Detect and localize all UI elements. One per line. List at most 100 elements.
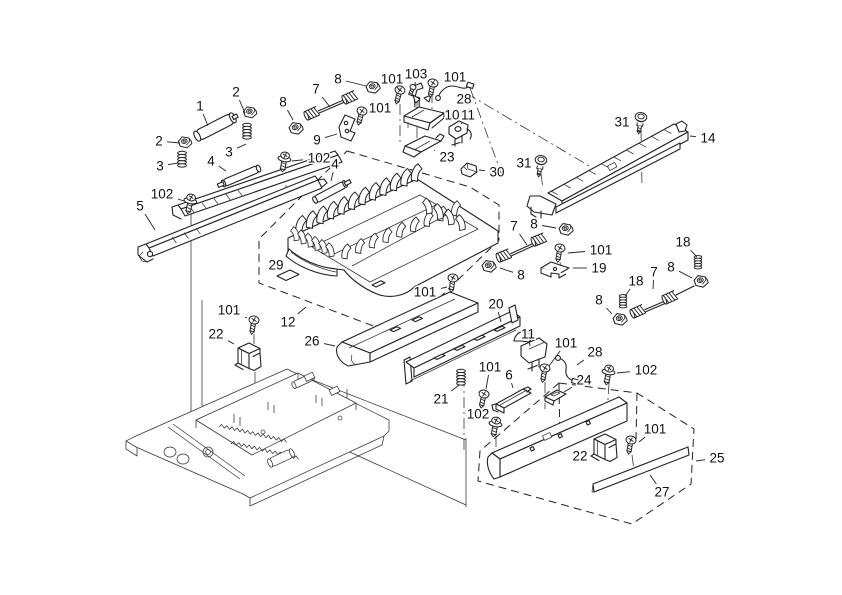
leader-line (451, 384, 460, 392)
part-label-8: 8 (334, 72, 342, 87)
leader-line (541, 225, 557, 229)
leader-line (519, 233, 528, 246)
part-4-pin (216, 164, 262, 188)
part-label-24: 24 (576, 373, 592, 388)
part-label-102: 102 (467, 407, 490, 422)
part-29-plate (276, 269, 300, 282)
chassis-base (125, 251, 390, 507)
part-8-coupling (692, 273, 710, 290)
leader-line (227, 340, 235, 345)
part-1-roller (193, 112, 239, 142)
leader-line (202, 113, 209, 127)
leader-line (324, 133, 338, 139)
part-label-8: 8 (667, 260, 675, 275)
leader-line (144, 213, 156, 231)
part-label-8: 8 (279, 95, 287, 110)
part-label-25: 25 (709, 451, 724, 466)
part-label-4: 4 (207, 154, 215, 169)
part-22-bracket (234, 342, 262, 372)
part-9-bracket (338, 114, 356, 142)
part-label-8: 8 (595, 293, 603, 308)
part-label-20: 20 (488, 297, 503, 312)
part-11-sensor-top (448, 120, 472, 147)
part-label-1: 1 (196, 99, 204, 114)
leader-line (321, 96, 331, 108)
leader-line (606, 307, 613, 315)
part-2-bushing (177, 134, 194, 151)
part-14-rail (526, 120, 689, 219)
part-label-22: 22 (208, 327, 223, 342)
leader-line (244, 316, 248, 319)
leader-line (238, 99, 246, 114)
part-label-11: 11 (521, 327, 535, 342)
part-28-harness-lower (555, 355, 579, 385)
part-label-9: 9 (313, 133, 321, 148)
leader-line (690, 249, 698, 258)
leader-line (624, 288, 631, 297)
part-label-102: 102 (308, 151, 331, 166)
part-label-30: 30 (489, 165, 504, 180)
part-label-19: 19 (591, 261, 606, 276)
part-label-14: 14 (700, 131, 716, 146)
part-label-23: 23 (439, 150, 454, 165)
part-30-block (460, 162, 478, 178)
leader-line (567, 251, 586, 254)
part-label-6: 6 (505, 368, 513, 383)
part-24-plate (544, 389, 567, 406)
part-label-26: 26 (304, 334, 319, 349)
leader-line (291, 159, 304, 162)
part-label-101: 101 (444, 70, 467, 85)
part-8-coupling (287, 119, 305, 137)
leader-line (649, 474, 657, 485)
assembly-25-boundary (477, 382, 695, 525)
leader-line (433, 149, 436, 151)
part-18-spring (693, 255, 703, 270)
part-label-3: 3 (156, 159, 164, 174)
part-22-bracket (590, 433, 618, 463)
part-label-11: 11 (461, 108, 475, 123)
part-20-rail (403, 304, 521, 385)
part-3-spring (242, 122, 252, 140)
part-8-coupling (611, 311, 629, 328)
part-label-7: 7 (312, 82, 320, 97)
part-23-plate (402, 133, 445, 158)
leader-line (323, 343, 336, 347)
leader-line (576, 359, 585, 366)
leader-line (638, 436, 646, 443)
leader-line (287, 109, 294, 121)
part-5-guide-plate-assembly (137, 150, 343, 263)
leader-line (440, 286, 448, 289)
part-label-27: 27 (654, 485, 669, 500)
part-label-10: 10 (444, 108, 459, 123)
part-label-28: 28 (456, 92, 471, 107)
leader-line (485, 374, 489, 390)
part-label-103: 103 (405, 67, 428, 82)
part-label-101: 101 (644, 422, 667, 437)
leader-line (460, 122, 463, 125)
part-label-102: 102 (635, 363, 658, 378)
part-label-3: 3 (225, 145, 233, 160)
part-7-shaft-mid (480, 221, 575, 275)
leader-line (297, 306, 307, 315)
part-11-sensor-lower (513, 330, 548, 372)
leader-line (478, 169, 486, 172)
leader-line (177, 198, 185, 202)
part-8-coupling (557, 221, 575, 238)
part-21-spring (456, 368, 466, 386)
part-label-2: 2 (155, 134, 163, 149)
part-label-8: 8 (530, 217, 538, 232)
part-label-102: 102 (151, 187, 174, 202)
part-label-101: 101 (590, 243, 613, 258)
part-4-pin (312, 179, 352, 204)
leader-line (652, 279, 654, 290)
screw-31 (532, 154, 548, 179)
part-8-coupling (364, 78, 382, 96)
part-label-28: 28 (587, 345, 602, 360)
part-label-18: 18 (675, 235, 690, 250)
part-18-spring (618, 294, 628, 309)
leader-line (218, 165, 227, 172)
leader-line (689, 135, 697, 138)
part-label-101: 101 (479, 360, 502, 375)
